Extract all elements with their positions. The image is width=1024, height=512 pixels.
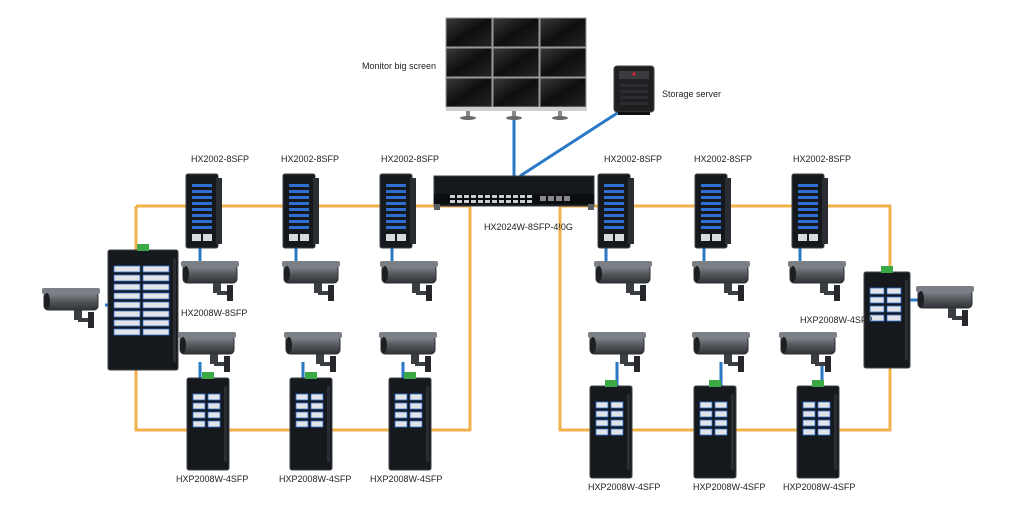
top-switch-label: HX2002-8SFP bbox=[191, 154, 250, 164]
camera-icon bbox=[594, 261, 652, 301]
bottom-switch-label: HXP2008W-4SFP bbox=[176, 474, 249, 484]
devices bbox=[42, 17, 974, 479]
side-poe-switch-icon bbox=[863, 266, 911, 369]
monitor-label: Monitor big screen bbox=[362, 61, 437, 71]
camera-icon bbox=[282, 261, 340, 301]
bottom-switch-label: HXP2008W-4SFP bbox=[279, 474, 352, 484]
camera-icon bbox=[692, 261, 750, 301]
poe-switch-icon bbox=[289, 372, 333, 471]
storage-label: Storage server bbox=[662, 89, 722, 99]
din-rail-switch-icon bbox=[282, 173, 319, 249]
camera-icon bbox=[779, 332, 837, 372]
core-switch-icon bbox=[433, 175, 595, 210]
core-switch-label: HX2024W-8SFP-4!0G bbox=[484, 222, 573, 232]
top-switch-label: HX2002-8SFP bbox=[694, 154, 753, 164]
camera-icon bbox=[916, 286, 974, 326]
camera-icon bbox=[692, 332, 750, 372]
camera-icon bbox=[181, 261, 239, 301]
top-switch-label: HX2002-8SFP bbox=[281, 154, 340, 164]
side-poe-switch-icon bbox=[107, 244, 179, 371]
poe-switch-icon bbox=[589, 380, 633, 479]
bottom-switch-label: HXP2008W-4SFP bbox=[693, 482, 766, 492]
right-ring-cable bbox=[558, 204, 892, 432]
bottom-switch-label: HXP2008W-4SFP bbox=[370, 474, 443, 484]
din-rail-switch-icon bbox=[379, 173, 416, 249]
camera-icon bbox=[788, 261, 846, 301]
poe-switch-icon bbox=[796, 380, 840, 479]
top-switch-label: HX2002-8SFP bbox=[604, 154, 663, 164]
bottom-switch-label: HXP2008W-4SFP bbox=[783, 482, 856, 492]
storage-server-icon bbox=[613, 65, 655, 115]
din-rail-switch-icon bbox=[597, 173, 634, 249]
din-rail-switch-icon bbox=[694, 173, 731, 249]
camera-icon bbox=[380, 261, 438, 301]
storage-uplink-cable bbox=[519, 108, 623, 178]
top-switch-label: HX2002-8SFP bbox=[793, 154, 852, 164]
side-switch-label: HXP2008W-4SFP bbox=[800, 315, 873, 325]
camera-icon bbox=[284, 332, 342, 372]
poe-switch-icon bbox=[388, 372, 432, 471]
poe-switch-icon bbox=[693, 380, 737, 479]
poe-switch-icon bbox=[186, 372, 230, 471]
camera-icon bbox=[178, 332, 236, 372]
side-switch-label: HX2008W-8SFP bbox=[181, 308, 248, 318]
monitor-wall-icon bbox=[445, 17, 587, 120]
camera-icon bbox=[379, 332, 437, 372]
din-rail-switch-icon bbox=[791, 173, 828, 249]
camera-icon bbox=[42, 288, 100, 328]
camera-icon bbox=[588, 332, 646, 372]
top-switch-label: HX2002-8SFP bbox=[381, 154, 440, 164]
bottom-switch-label: HXP2008W-4SFP bbox=[588, 482, 661, 492]
din-rail-switch-icon bbox=[185, 173, 222, 249]
